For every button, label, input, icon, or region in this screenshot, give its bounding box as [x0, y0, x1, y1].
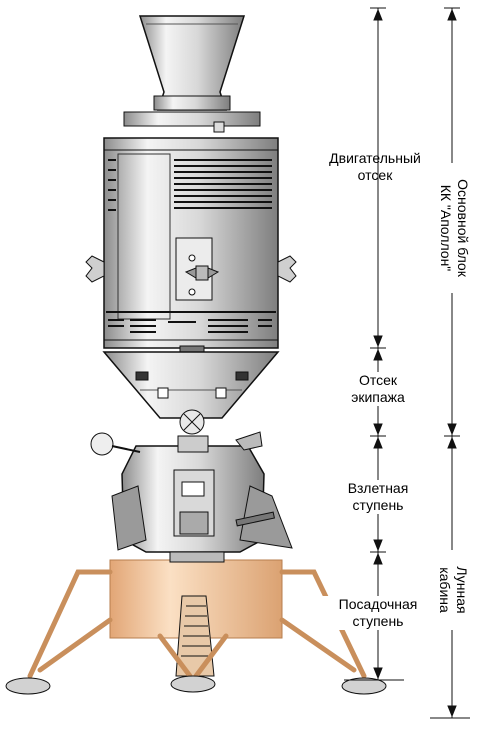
- landing-pad-right: [341, 677, 387, 695]
- landing-pad-left: [5, 677, 51, 695]
- landing-pad-center: [170, 675, 216, 693]
- label-descent-stage: Посадочная ступень: [318, 596, 438, 630]
- landing-legs: [27, 569, 367, 679]
- descent-stage: [5, 551, 387, 695]
- dimension-lines-inner: [344, 7, 404, 681]
- side-thruster-right: [277, 255, 297, 283]
- service-module: [85, 137, 297, 353]
- side-thruster-left: [85, 255, 105, 283]
- label-main-unit: Основной блок КК "Аполлон": [435, 163, 471, 293]
- engine-nozzle: [123, 15, 261, 133]
- label-ascent-stage: Взлетная ступень: [318, 480, 438, 514]
- command-module: [102, 351, 280, 435]
- label-engine-section: Двигательный отсек: [329, 150, 421, 183]
- radiator-stripes-lower: [106, 311, 276, 333]
- label-crew-section: Отсек экипажа: [318, 372, 438, 406]
- rcs-quad-icon: [184, 254, 220, 296]
- radiator-stripes: [108, 159, 272, 211]
- label-lunar-module: Лунная кабина: [434, 550, 470, 630]
- ascent-stage: [90, 431, 293, 553]
